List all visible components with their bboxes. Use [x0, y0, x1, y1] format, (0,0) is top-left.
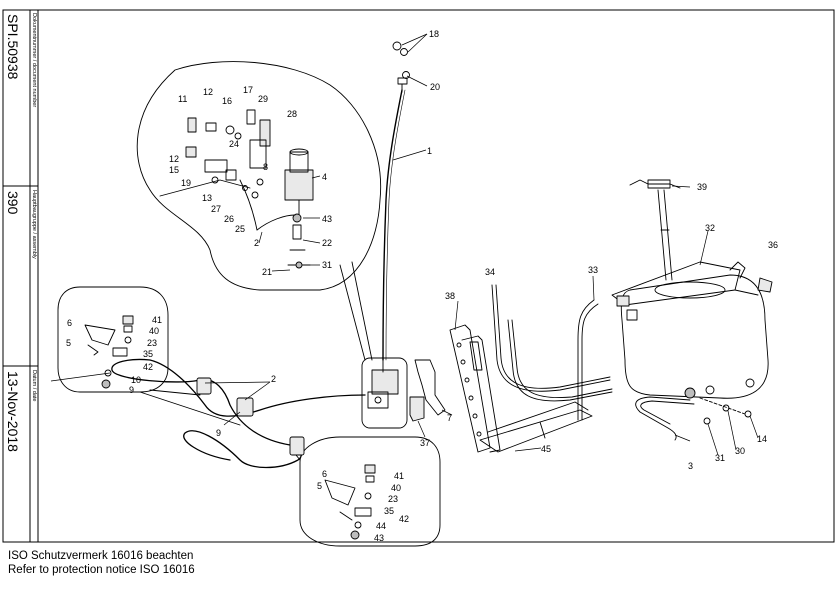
- callout-15: 15: [169, 165, 179, 175]
- callout-8: 8: [263, 162, 268, 172]
- callout-37: 37: [420, 438, 430, 448]
- callout-29: 29: [258, 94, 268, 104]
- callout-40a: 40: [149, 326, 159, 336]
- callout-32: 32: [705, 223, 715, 233]
- assembly-label: Hauptbaugruppe / assembly: [31, 190, 37, 259]
- callout-44: 44: [376, 521, 386, 531]
- callout-30: 30: [735, 446, 745, 456]
- callout-42a: 42: [143, 362, 153, 372]
- callout-12a: 12: [203, 87, 213, 97]
- callout-3: 3: [688, 461, 693, 471]
- callout-31b: 31: [715, 453, 725, 463]
- tube-33: [577, 299, 599, 421]
- detail-bubble-bottom: [299, 436, 441, 547]
- doc-number-label: Dokumentnummer / document number: [31, 13, 37, 107]
- callout-41a: 41: [152, 315, 162, 325]
- bottom-detail-parts: [324, 464, 376, 540]
- callout-36: 36: [768, 240, 778, 250]
- sender-39: [629, 179, 681, 281]
- callout-1: 1: [427, 146, 432, 156]
- callout-7: 7: [447, 413, 452, 423]
- sheet-frame: [2, 9, 835, 543]
- callout-26: 26: [224, 214, 234, 224]
- hose-3: [635, 396, 695, 441]
- connector-18-20: [392, 41, 410, 93]
- date: 13-Nov-2018: [5, 371, 21, 452]
- callout-35a: 35: [143, 349, 153, 359]
- tank-32: [611, 261, 769, 399]
- callout-12b: 12: [169, 154, 179, 164]
- callout-10: 10: [131, 375, 141, 385]
- callout-31a: 31: [322, 260, 332, 270]
- callout-5b: 5: [317, 481, 322, 491]
- callout-42b: 42: [399, 514, 409, 524]
- callout-16: 16: [222, 96, 232, 106]
- sensor-cluster: [159, 109, 314, 269]
- callout-34: 34: [485, 267, 495, 277]
- frame-38: [449, 324, 593, 453]
- callout-17: 17: [243, 85, 253, 95]
- callout-35b: 35: [384, 506, 394, 516]
- callout-28: 28: [287, 109, 297, 119]
- callout-24: 24: [229, 139, 239, 149]
- callout-25: 25: [235, 224, 245, 234]
- callout-13: 13: [202, 193, 212, 203]
- date-label: Datum / date: [31, 370, 37, 402]
- callout-5a: 5: [66, 338, 71, 348]
- callout-23b: 23: [388, 494, 398, 504]
- cable-2: [111, 358, 366, 469]
- detail-bubble-top: [136, 61, 382, 291]
- exploded-diagram: [57, 41, 773, 547]
- part-37: [409, 396, 425, 422]
- pump-on-bracket: [367, 359, 399, 409]
- callout-11: 11: [178, 94, 187, 104]
- callout-labels: 18 20 1 11 12 16 17 29 28 24 12 15 8 4 1…: [66, 29, 778, 543]
- tubes-34: [491, 284, 613, 402]
- callout-6a: 6: [67, 318, 72, 328]
- callout-39: 39: [697, 182, 707, 192]
- callout-43a: 43: [322, 214, 332, 224]
- fasteners: [699, 397, 752, 425]
- callout-14: 14: [757, 434, 767, 444]
- callout-2b: 2: [271, 374, 276, 384]
- assembly: 390: [5, 191, 21, 215]
- doc-number: SPI.50938: [5, 14, 21, 80]
- protection-notice-de: ISO Schutzvermerk 16016 beachten: [8, 550, 194, 562]
- left-detail-parts: [84, 315, 134, 389]
- callout-4: 4: [322, 172, 327, 182]
- callout-18: 18: [429, 29, 439, 39]
- callout-22: 22: [322, 238, 332, 248]
- protection-notice-en: Refer to protection notice ISO 16016: [8, 564, 195, 576]
- callout-27: 27: [211, 204, 221, 214]
- callout-9a: 9: [129, 385, 134, 395]
- callout-38: 38: [445, 291, 455, 301]
- callout-9b: 9: [216, 428, 221, 438]
- detail-frame-center: [361, 357, 408, 429]
- title-block: Dokumentnummer / document number SPI.509…: [5, 13, 37, 452]
- hose-1: [382, 89, 403, 361]
- callout-43b: 43: [374, 533, 384, 543]
- part-36: [757, 277, 773, 293]
- callout-2a: 2: [254, 238, 259, 248]
- callout-40b: 40: [391, 483, 401, 493]
- callout-19: 19: [181, 178, 191, 188]
- callout-20: 20: [430, 82, 440, 92]
- callout-21: 21: [262, 267, 272, 277]
- callout-6b: 6: [322, 469, 327, 479]
- callout-45: 45: [541, 444, 551, 454]
- bracket-7: [414, 359, 446, 416]
- callout-33: 33: [588, 265, 598, 275]
- callout-41b: 41: [394, 471, 404, 481]
- connectors-cable: [196, 377, 305, 456]
- callout-23a: 23: [147, 338, 157, 348]
- callout-leaders: [50, 33, 759, 456]
